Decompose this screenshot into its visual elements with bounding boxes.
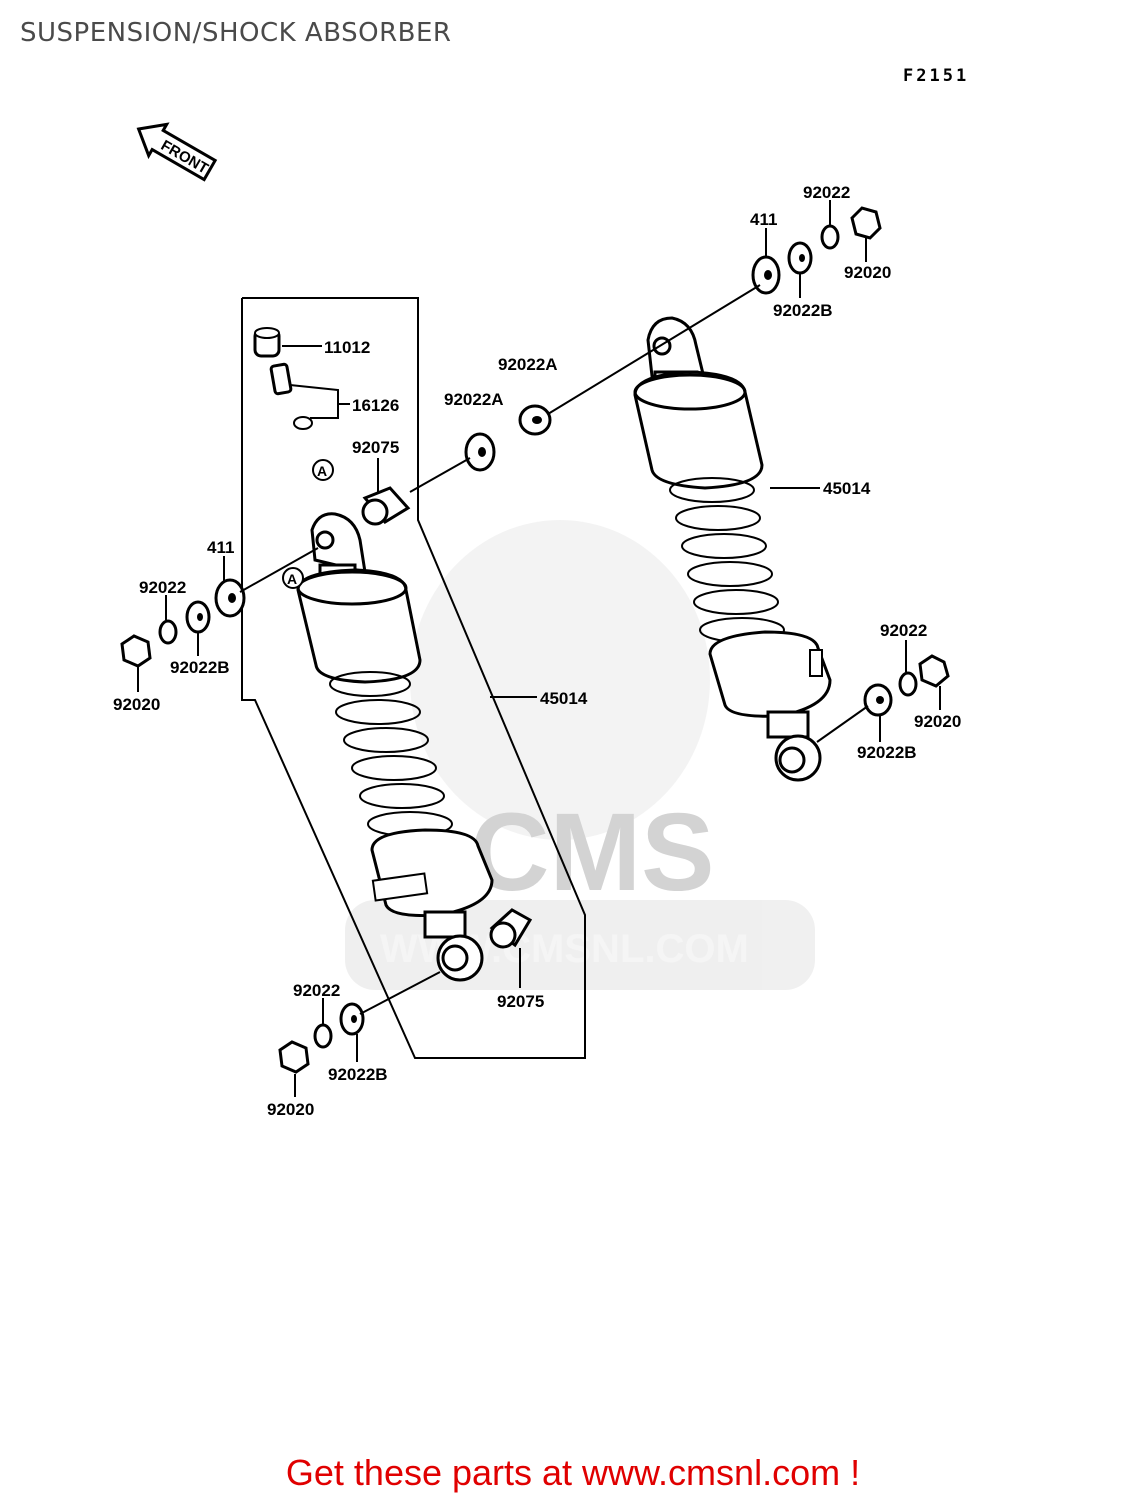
label-92020-right-top: 92020 [844,263,891,282]
label-92022-right-bottom: 92022 [880,621,927,640]
label-11012: 11012 [324,338,370,357]
figure-code: F2151 [903,66,970,86]
label-92020-left-top: 92020 [113,695,160,714]
label-92022-left-bottom: 92022 [293,981,340,1000]
o-ring-icon [293,416,313,430]
label-92022-left-top: 92022 [139,578,186,597]
washers [185,241,893,1036]
label-92022-right-top: 92022 [803,183,850,202]
label-92022a-lower: 92022A [444,390,504,409]
parts-diagram: CMS WWW.CMSNL.COM FRONT [113,122,961,1119]
watermark-brand: CMS [470,791,714,914]
label-92075-lower: 92075 [497,992,544,1011]
cap-icon [253,327,281,358]
label-92020-right-bottom: 92020 [914,712,961,731]
label-45014-right: 45014 [823,479,871,498]
leader-lines [137,200,941,1097]
label-92022b-right-top: 92022B [773,301,833,320]
collar-upper-icon [361,486,411,526]
cta-link[interactable]: Get these parts at www.cmsnl.com ! [285,1452,861,1493]
callout-marker-a: A [312,459,334,481]
label-92075-upper: 92075 [352,438,399,457]
collar-lower-icon [489,908,533,949]
svg-text:A: A [317,463,327,479]
svg-text:A: A [287,571,297,587]
page-title: SUSPENSION/SHOCK ABSORBER [20,18,452,48]
left-shock-absorber [296,512,494,982]
assembly-boundary [241,297,586,1059]
label-45014-left: 45014 [540,689,588,708]
label-16126: 16126 [352,396,399,415]
label-92022b-right-bottom: 92022B [857,743,917,762]
label-411-right: 411 [750,210,777,229]
label-92022b-left-bottom: 92022B [328,1065,388,1084]
nuts [120,206,950,1074]
callout-marker-a-shock: A [282,567,304,589]
label-92022a-upper: 92022A [498,355,558,374]
valve-icon [269,362,293,396]
label-92020-left-bottom: 92020 [267,1100,314,1119]
front-arrow-icon: FRONT [136,122,218,182]
lock-washers [158,224,918,1049]
label-92022b-left-top: 92022B [170,658,230,677]
label-411-left: 411 [207,538,234,557]
